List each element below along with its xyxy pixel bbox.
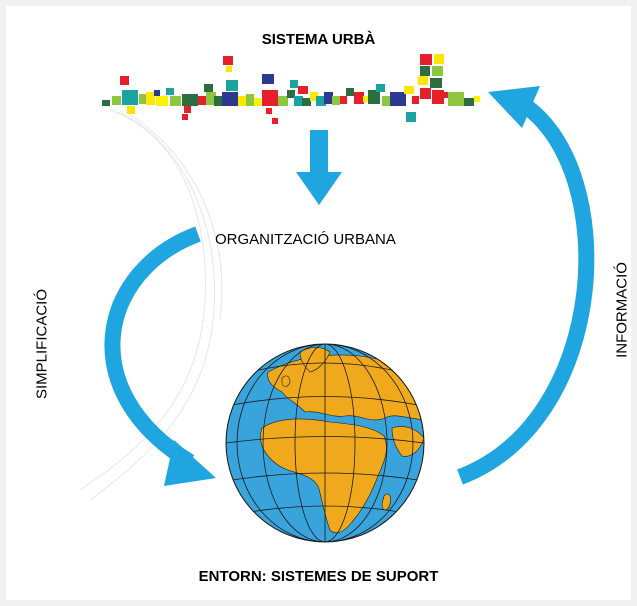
faint-background-curves	[79, 109, 223, 501]
label-simplificacio: SIMPLIFICACIÓ	[33, 288, 51, 400]
label-entorn-sistemes-suport: ENTORN: SISTEMES DE SUPORT	[198, 568, 439, 585]
label-organitzacio-urbana: ORGANITZACIÓ URBANA	[215, 231, 396, 248]
left-curved-arrow-icon	[104, 226, 216, 486]
earth-globe-icon	[225, 343, 425, 543]
down-arrow-icon	[296, 130, 342, 205]
label-informacio: INFORMACIÓ	[613, 262, 631, 358]
title-sistema-urba: SISTEMA URBÀ	[261, 31, 376, 48]
right-curved-arrow-icon	[457, 86, 595, 485]
urban-skyline-icon	[102, 54, 480, 124]
